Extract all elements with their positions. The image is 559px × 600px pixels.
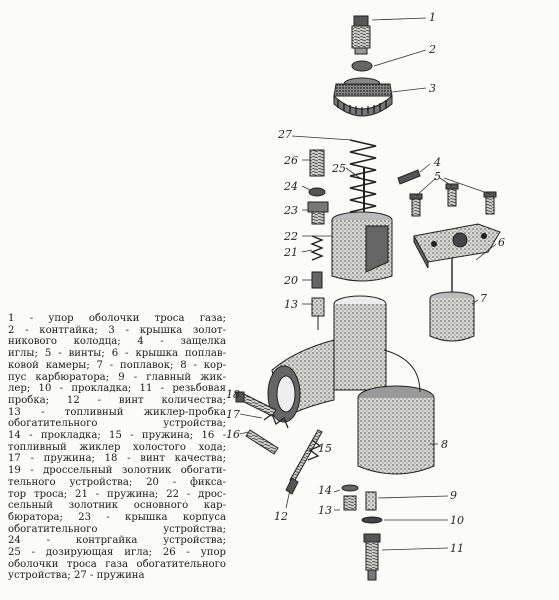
part-11-plug: [363, 533, 381, 581]
part-14-gasket: [341, 484, 359, 511]
label-4: 4: [433, 156, 441, 169]
label-14: 14: [318, 484, 332, 497]
caption-line: лер; 10 - прокладка; 11 - резьбовая: [8, 383, 226, 395]
caption-line: иглы; 5 - винты; 6 - крышка поплав-: [8, 348, 226, 360]
label-8: 8: [441, 438, 448, 451]
part-13-jet-top: [311, 297, 325, 330]
part-17-spring: [263, 412, 289, 429]
label-3: 3: [429, 82, 436, 95]
label-10: 10: [450, 514, 464, 527]
part-23-cover: [307, 201, 329, 225]
part-21-spring: [310, 235, 324, 261]
label-20: 20: [283, 274, 298, 287]
caption-line: обогатительного устройства;: [8, 418, 226, 430]
part-26-cable-stop: [309, 149, 325, 177]
label-27: 27: [277, 128, 292, 141]
caption-line: 13 - топливный жиклер-пробка: [8, 406, 226, 418]
caption-line: оболочки троса газа обогатительного: [8, 558, 226, 570]
label-21: 21: [283, 246, 298, 259]
part-10-gasket: [361, 516, 383, 524]
caption-line: пус карбюратора; 9 - главный жик-: [8, 371, 226, 383]
caption-line: пробка; 12 - винт количества;: [8, 394, 226, 406]
part-carburetor-body: [267, 295, 435, 475]
label-13-top: 13: [284, 298, 298, 311]
part-throttle-slide: [331, 211, 393, 282]
caption-line: тельного устройства; 20 - фикса-: [8, 476, 226, 488]
part-12-screw: [285, 429, 323, 495]
part-cable-stop: [351, 15, 371, 55]
label-1: 1: [429, 11, 436, 24]
caption-line: 1 - упор оболочки троса газа;: [8, 313, 226, 324]
part-float: [429, 258, 475, 342]
caption-line: 17 - пружина; 18 - винт качества;: [8, 453, 226, 465]
caption-line: бюратора; 23 - крышка корпуса: [8, 511, 226, 523]
caption-line: 14 - прокладка; 15 - пружина; 16 -: [8, 430, 226, 442]
leader-lines: [235, 17, 497, 551]
label-13-bottom: 13: [318, 504, 332, 517]
figure-caption: 1 - упор оболочки троса газа;2 - контгай…: [8, 313, 226, 582]
label-12: 12: [274, 510, 288, 523]
label-18: 18: [226, 388, 240, 401]
label-9: 9: [450, 489, 457, 502]
label-26: 26: [283, 154, 298, 167]
part-15-spring: [307, 439, 322, 461]
part-gear-cap: [333, 77, 393, 117]
part-screws: [409, 183, 497, 217]
label-6: 6: [498, 236, 505, 249]
part-float-chamber-cover: [413, 223, 501, 269]
label-7: 7: [480, 292, 487, 305]
caption-line: никового колодца; 4 - защелка: [8, 336, 226, 348]
caption-line: тор троса; 21 - пружина; 22 - дрос-: [8, 488, 226, 500]
part-spring-27: [349, 139, 377, 213]
label-22: 22: [283, 230, 298, 243]
label-2: 2: [428, 43, 436, 56]
caption-line: сельный золотник основного кар-: [8, 500, 226, 512]
part-18-screw: [235, 391, 277, 417]
part-number-labels: 1 2 3 4 5 6 7 8 9 10 11 12 13 14 15 16 1…: [226, 11, 505, 555]
caption-line: 25 - дозирующая игла; 26 - упор: [8, 547, 226, 559]
part-9-main-jet: [365, 491, 377, 511]
label-16: 16: [226, 428, 240, 441]
part-20-retainer: [311, 271, 323, 289]
part-24-nut: [308, 187, 326, 197]
caption-line: обогатительного устройства;: [8, 523, 226, 535]
caption-line: 19 - дроссельный золотник обогати-: [8, 465, 226, 477]
caption-line: устройства; 27 - пружина: [8, 570, 145, 582]
caption-line: топливный жиклер холостого хода;: [8, 441, 226, 453]
label-23: 23: [283, 204, 298, 217]
label-24: 24: [283, 180, 298, 193]
part-nut: [351, 60, 373, 72]
label-17: 17: [226, 408, 240, 421]
caption-line: ковой камеры; 7 - поплавок; 8 - кор-: [8, 359, 226, 371]
label-11: 11: [450, 542, 464, 555]
part-needle-clip: [397, 169, 421, 185]
part-16-idle-jet: [245, 429, 279, 455]
caption-line: 24 - контргайка устройства;: [8, 535, 226, 547]
label-15: 15: [318, 442, 332, 455]
label-25: 25: [331, 162, 346, 175]
caption-line: 2 - контгайка; 3 - крышка золот-: [8, 324, 226, 336]
label-5: 5: [434, 170, 441, 183]
